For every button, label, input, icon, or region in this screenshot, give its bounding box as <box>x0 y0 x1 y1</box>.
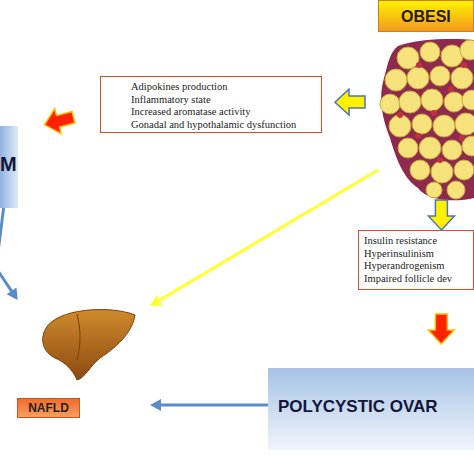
band-title: M <box>0 152 17 176</box>
liver-illustration <box>15 300 150 395</box>
text-box: Adipokines productionInflammatory stateI… <box>100 76 322 133</box>
list-line: Increased aromatase activity <box>131 106 321 119</box>
list-line: Inflammatory state <box>131 94 321 107</box>
list-line: Insulin resistance <box>364 235 473 248</box>
connector-arrow <box>428 200 454 230</box>
band-title: POLYCYSTIC OVAR <box>278 396 438 418</box>
title-band: OBESI <box>378 0 474 32</box>
adipose-tissue-illustration <box>378 38 474 198</box>
list-line: Hyperinsulinism <box>364 248 473 261</box>
connector-arrow <box>0 208 18 300</box>
condition-band: POLYCYSTIC OVAR <box>268 368 474 450</box>
text-box: Insulin resistanceHyperinsulinismHyperan… <box>358 230 474 290</box>
obesity-node: OBESI <box>378 0 474 200</box>
connector-arrow <box>428 314 454 344</box>
connector-arrow <box>45 109 76 134</box>
node-title: NAFLD <box>18 401 79 415</box>
connector-arrow <box>150 399 268 411</box>
nafld-node: NAFLD <box>15 300 150 420</box>
connector-arrow <box>335 89 365 115</box>
condition-band: M <box>0 126 18 208</box>
list-line: Impaired follicle dev <box>364 273 473 286</box>
node-title: OBESI <box>401 7 451 27</box>
connector-arrow <box>150 170 378 306</box>
label-band: NAFLD <box>17 398 80 418</box>
list-line: Adipokines production <box>131 81 321 94</box>
list-line: Gonadal and hypothalamic dysfunction <box>131 119 321 132</box>
list-line: Hyperandrogenism <box>364 260 473 273</box>
